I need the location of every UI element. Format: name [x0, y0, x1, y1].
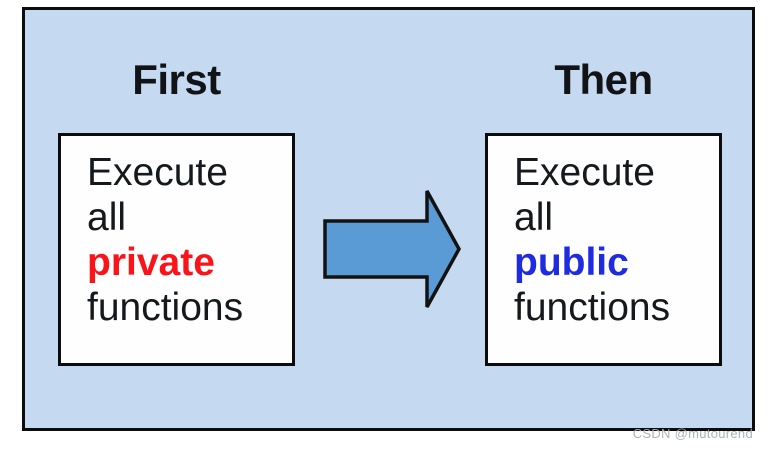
diagram-frame: First Then Execute all private functions… — [22, 7, 755, 431]
public-keyword: public — [514, 241, 629, 284]
box-text-line: all — [514, 196, 554, 239]
private-keyword: private — [87, 241, 215, 284]
box-text-line: all — [87, 196, 127, 239]
watermark: CSDN @mutourend — [632, 426, 753, 441]
box-text-line: Execute — [514, 151, 655, 194]
box-text-line: functions — [514, 286, 671, 329]
box-text-line: functions — [87, 286, 244, 329]
public-functions-box: Execute all public functions — [485, 133, 722, 366]
step-label-first: First — [132, 56, 221, 103]
right-arrow-icon — [323, 187, 463, 311]
step-label-then: Then — [554, 56, 653, 103]
right-arrow-shape — [323, 190, 461, 308]
private-functions-box: Execute all private functions — [58, 133, 295, 366]
box-text-line: Execute — [87, 151, 228, 194]
